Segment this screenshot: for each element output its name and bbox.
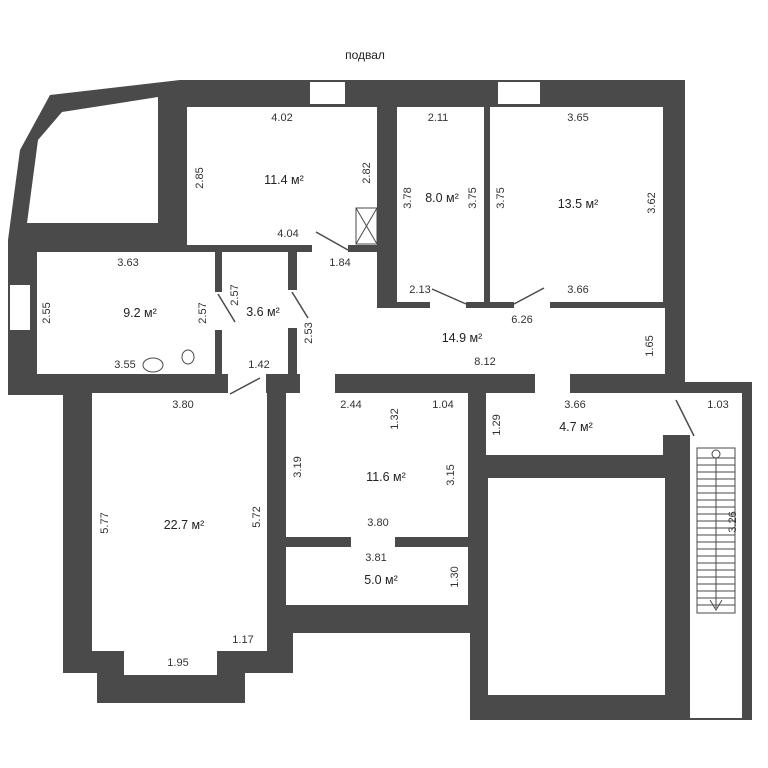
dimension-label: 3.15 <box>445 464 457 486</box>
room-13-5 <box>490 107 663 302</box>
dimension-label: 3.63 <box>117 257 139 269</box>
stair-start-icon <box>711 449 721 459</box>
dimension-label: 2.85 <box>194 167 206 189</box>
dimension-label: 3.65 <box>567 112 589 124</box>
room-22-7-bay <box>124 640 217 675</box>
opening-corridor-4-7 <box>535 372 570 394</box>
door-9-2 <box>217 293 236 323</box>
window-left <box>10 285 30 330</box>
room-area-label: 13.5 м² <box>557 197 599 211</box>
door-gap-9-2 <box>214 292 223 330</box>
opening-corridor-11-6 <box>300 372 335 394</box>
dimension-label: 2.53 <box>303 322 315 344</box>
doors <box>142 207 695 437</box>
dimension-label: 3.66 <box>564 399 586 411</box>
dimension-label: 2.82 <box>361 162 373 184</box>
dimension-label: 2.44 <box>340 399 362 411</box>
dimension-label: 3.75 <box>495 187 507 209</box>
door-gap-3-6 <box>287 290 298 328</box>
toilet-icon <box>181 349 195 365</box>
dimension-label: 2.57 <box>229 284 241 306</box>
dimension-label: 1.29 <box>491 414 503 436</box>
dimension-label: 3.78 <box>402 187 414 209</box>
room-area-label: 9.2 м² <box>123 306 157 320</box>
sink-icon <box>142 357 164 373</box>
dimension-label: 1.42 <box>248 359 270 371</box>
plan-title: подвал <box>345 48 385 62</box>
dimension-label: 2.13 <box>409 284 431 296</box>
dimension-label: 2.57 <box>197 302 209 324</box>
door-gap-22-7 <box>228 373 266 394</box>
dimension-label: 1.65 <box>644 335 656 357</box>
door-gap-13-5 <box>514 301 550 309</box>
stairs-icon <box>696 447 736 614</box>
dimension-label: 1.32 <box>389 408 401 430</box>
room-floors <box>10 82 742 718</box>
dimension-label: 3.62 <box>646 192 658 214</box>
room-unlabeled-right <box>488 478 665 695</box>
dimension-label: 8.12 <box>474 356 496 368</box>
dimension-label: 3.55 <box>114 359 136 371</box>
dimension-label: 3.26 <box>727 511 739 533</box>
dimension-label: 5.72 <box>251 506 263 528</box>
room-area-label: 11.4 м² <box>264 173 304 187</box>
room-area-label: 22.7 м² <box>163 518 205 532</box>
dimension-label: 3.19 <box>292 456 304 478</box>
room-area-label: 4.7 м² <box>559 420 593 434</box>
dimension-label: 3.80 <box>172 399 194 411</box>
dimension-label: 2.55 <box>41 302 53 324</box>
dimension-label: 1.03 <box>707 399 729 411</box>
dimension-label: 1.30 <box>449 566 461 588</box>
dimension-label: 4.02 <box>271 112 293 124</box>
room-area-label: 5.0 м² <box>364 573 398 587</box>
room-3-6 <box>222 252 288 374</box>
door-stair <box>675 399 695 437</box>
dimension-label: 1.84 <box>329 257 351 269</box>
ventilation-shaft-cross-2 <box>355 207 378 245</box>
door-gap-11-4 <box>312 244 348 253</box>
dimension-label: 6.26 <box>511 314 533 326</box>
room-22-7 <box>92 393 267 651</box>
room-11-4 <box>187 107 377 245</box>
dimension-label: 1.95 <box>167 657 189 669</box>
door-22-7 <box>229 377 261 395</box>
dimension-label: 4.04 <box>277 228 299 240</box>
ventilation-shaft-icon <box>355 207 378 245</box>
room-area-label: 8.0 м² <box>425 191 459 205</box>
dimension-label: 1.04 <box>432 399 454 411</box>
window-top-2 <box>498 82 540 104</box>
room-storage-corner <box>27 97 158 223</box>
room-5-0 <box>286 547 468 605</box>
room-4-7 <box>486 393 663 455</box>
dimension-label: 3.75 <box>467 187 479 209</box>
room-area-label: 14.9 м² <box>441 331 483 345</box>
dimension-label: 1.17 <box>232 634 254 646</box>
door-gap-8-0 <box>430 301 466 309</box>
room-11-6 <box>286 393 468 537</box>
door-13-5 <box>513 287 545 305</box>
door-11-4 <box>315 231 349 251</box>
room-9-2 <box>37 252 215 374</box>
room-8-0 <box>397 107 484 302</box>
door-gap-stair <box>662 393 691 435</box>
room-14-9-corridor <box>297 252 665 374</box>
dimension-label: 3.66 <box>567 284 589 296</box>
room-area-label: 11.6 м² <box>366 470 406 484</box>
stair-outline <box>696 447 736 614</box>
room-area-label: 3.6 м² <box>246 305 280 319</box>
door-8-0 <box>431 288 467 305</box>
door-3-6 <box>291 291 309 319</box>
dimension-label: 5.77 <box>99 512 111 534</box>
dimension-label: 3.80 <box>367 517 389 529</box>
stair-arrow-icon <box>709 599 723 611</box>
opening-11-6-5-0 <box>351 536 395 548</box>
window-top-1 <box>310 82 345 104</box>
dimension-label: 3.81 <box>365 552 387 564</box>
dimension-label: 2.11 <box>427 112 449 124</box>
